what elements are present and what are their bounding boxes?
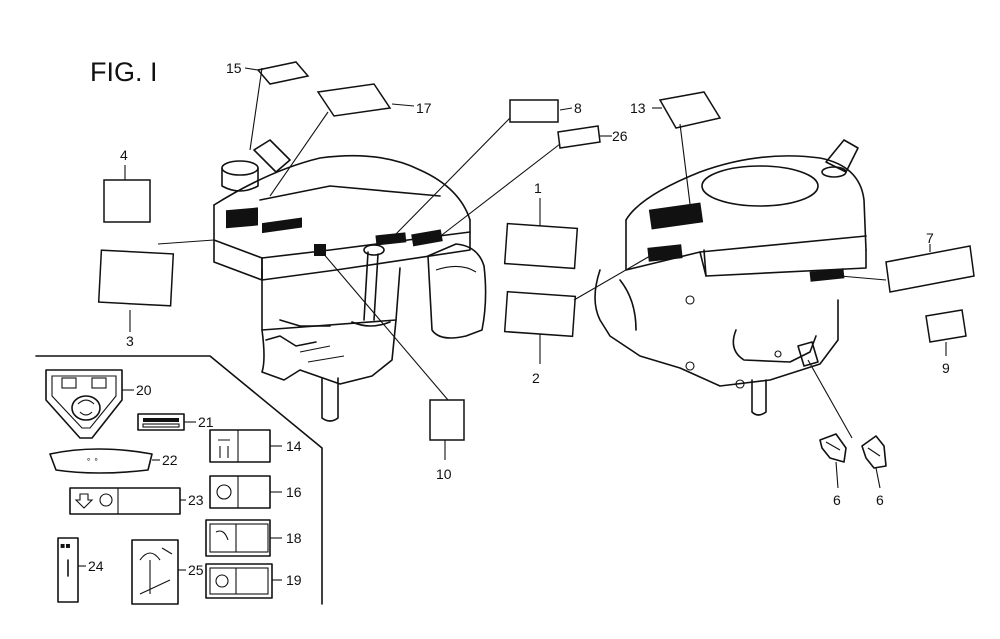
patch-label-17 [262,217,302,234]
label-15 [256,61,310,85]
decal-21 [137,413,185,431]
decal-23 [69,487,181,515]
callout-22: 22 [162,452,178,468]
label-1 [503,222,579,270]
callout-16: 16 [286,484,302,500]
decal-25 [131,539,179,605]
figure-title: FIG. I [90,57,158,87]
callout-7: 7 [926,230,934,246]
label-4 [103,179,151,223]
callout-14: 14 [286,438,302,454]
callout-10: 10 [436,466,452,482]
label-10 [429,399,465,441]
label-17 [316,83,392,117]
patch-label-8 [375,232,407,246]
label-8 [509,99,559,123]
callout-1: 1 [534,180,542,196]
callout-9: 9 [942,360,950,376]
engine-left [213,139,487,422]
callout-15: 15 [226,60,242,76]
clip-6b [861,435,887,469]
callout-13: 13 [630,100,646,116]
decal-19 [205,563,273,599]
decal-16 [209,475,271,509]
decal-18 [205,519,271,557]
patch-label-13 [648,202,704,230]
engine-right [594,139,867,416]
patch-label-3 [226,207,258,229]
callout-18: 18 [286,530,302,546]
callout-20: 20 [136,382,152,398]
callout-3: 3 [126,333,134,349]
callout-4: 4 [120,147,128,163]
patch-label-2 [647,244,683,262]
decal-20 [45,369,123,439]
callout-26: 26 [612,128,628,144]
callout-6a: 6 [833,492,841,508]
callout-2: 2 [532,370,540,386]
patch-label-26 [411,229,443,247]
patch-label-7 [809,268,845,282]
label-13 [658,91,722,129]
label-26 [557,125,601,149]
clip-6a [819,433,847,463]
callout-21: 21 [198,414,214,430]
label-7 [885,245,975,293]
callout-19: 19 [286,572,302,588]
svg-text:∘ ∘: ∘ ∘ [86,455,99,464]
decal-24: ▪▪ [57,537,79,603]
callout-24: 24 [88,558,104,574]
callout-17: 17 [416,100,432,116]
panel-frame [35,355,323,605]
label-3 [97,249,175,307]
callout-25: 25 [188,562,204,578]
label-2 [503,290,577,338]
decal-22: ∘ ∘ [49,448,153,474]
label-9 [925,309,967,343]
callout-23: 23 [188,492,204,508]
leader-lines [124,67,947,489]
callout-6b: 6 [876,492,884,508]
callout-8: 8 [574,100,582,116]
decal-14 [209,429,271,463]
svg-text:▪▪: ▪▪ [60,541,71,550]
